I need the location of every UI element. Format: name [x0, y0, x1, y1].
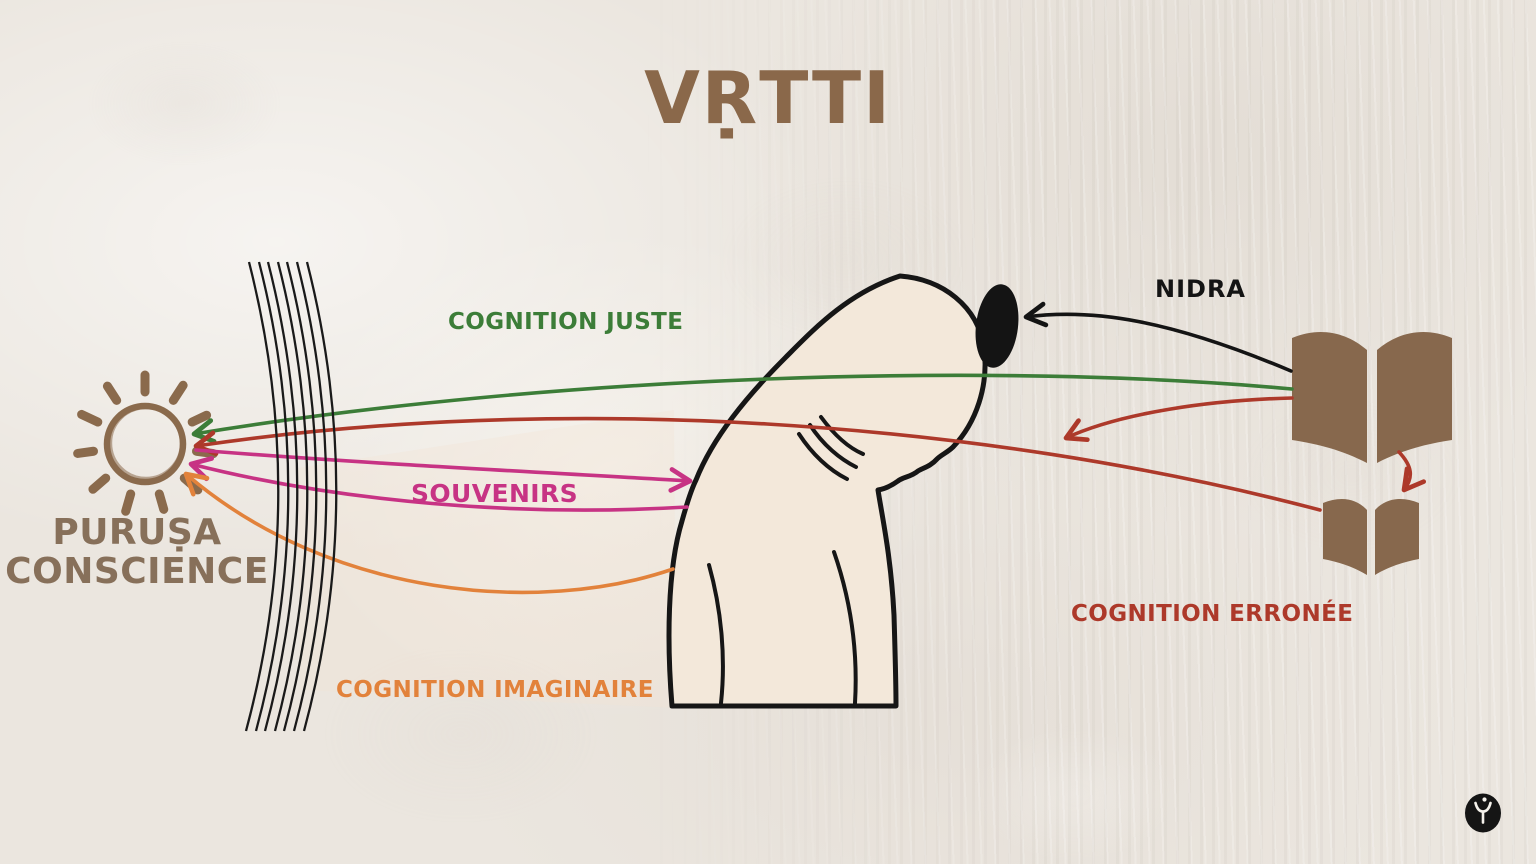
cognition-erronee-arrow	[193, 416, 1322, 512]
cognition-imaginaire-label: COGNITION IMAGINAIRE	[336, 677, 654, 703]
veil-lines	[244, 261, 338, 732]
purusha-line1: PURUṢA	[52, 512, 222, 553]
cognition-erronee-label: COGNITION ERRONÉE	[1071, 601, 1354, 627]
nidra-arrow	[1023, 301, 1293, 373]
figure-detail-lines	[707, 415, 865, 705]
nidra-oval-icon	[975, 284, 1019, 368]
cognition-imaginaire-arrow	[183, 471, 675, 595]
sun-icon	[73, 370, 218, 516]
purusha-line2: CONSCIENCE	[5, 550, 269, 592]
souvenirs-label: SOUVENIRS	[411, 479, 579, 508]
figure-outline	[666, 273, 988, 709]
page-title: VṚTTI	[644, 56, 892, 140]
cognition-juste-arrow	[191, 373, 1294, 444]
open-book-small-icon	[1323, 498, 1419, 575]
souvenirs-return-arrow	[188, 456, 689, 512]
nidra-label: NIDRA	[1155, 275, 1246, 303]
book-copy-arrow	[1397, 450, 1427, 493]
sun-rays	[73, 370, 218, 516]
brand-logo-icon	[1465, 793, 1501, 833]
open-book-large-icon	[1292, 331, 1452, 463]
erroneous-perception-arrow	[1063, 396, 1294, 443]
bowed-figure-icon	[666, 273, 988, 709]
souvenirs-out-arrow	[194, 448, 693, 493]
purusha-conscience-label: PURUṢA CONSCIENCE	[4, 512, 270, 592]
light-beam-wedge	[298, 410, 676, 708]
cognition-juste-label: COGNITION JUSTE	[448, 309, 684, 335]
